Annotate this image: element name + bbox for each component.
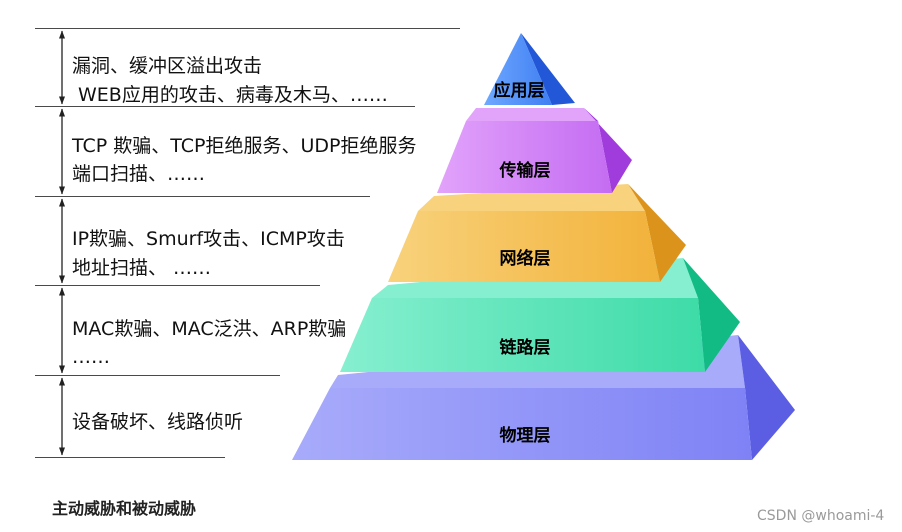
layer-front-face — [484, 33, 552, 105]
layer-side-face — [521, 33, 575, 105]
layer-front-face — [292, 388, 752, 460]
layer-side-face — [584, 108, 632, 193]
threat-text-link-1: MAC欺骗、MAC泛洪、ARP欺骗 — [72, 318, 346, 340]
layer-side-face — [738, 335, 795, 460]
source-watermark: CSDN @whoami-4 — [757, 508, 884, 524]
layer-front-face — [437, 121, 612, 193]
threat-text-network-2: 地址扫描、 …… — [72, 257, 211, 279]
diagram-caption: 主动威胁和被动威胁 — [52, 499, 196, 518]
layer-label-network: 网络层 — [500, 248, 551, 269]
layer-top-face — [466, 108, 598, 121]
threat-text-transport-2: 端口扫描、…… — [72, 163, 205, 185]
layer-side-face — [683, 258, 740, 372]
threat-text-network-1: IP欺骗、Smurf攻击、ICMP攻击 — [72, 228, 345, 250]
layer-front-face — [340, 298, 705, 372]
layer-pyramid: 应用层 传输层 网络层 链路层 物理层 — [292, 33, 795, 460]
pyramid-layer-transport — [437, 108, 632, 193]
layer-label-physical: 物理层 — [500, 425, 551, 446]
threat-text-application-2: WEB应用的攻击、病毒及木马、…… — [78, 84, 388, 106]
pyramid-layer-network — [388, 184, 686, 282]
threat-text-link-2: …… — [72, 346, 110, 368]
layer-front-face — [388, 211, 660, 282]
threat-scale: 漏洞、缓冲区溢出攻击 WEB应用的攻击、病毒及木马、…… TCP 欺骗、TCP拒… — [35, 28, 460, 458]
threat-text-application-1: 漏洞、缓冲区溢出攻击 — [72, 55, 262, 77]
layer-side-face — [628, 184, 686, 282]
threat-text-transport-1: TCP 欺骗、TCP拒绝服务、UDP拒绝服务 — [71, 135, 416, 157]
layer-label-transport: 传输层 — [499, 160, 551, 181]
layer-label-application: 应用层 — [494, 80, 545, 101]
threat-text-physical-1: 设备破坏、线路侦听 — [72, 411, 243, 433]
pyramid-layer-application — [484, 33, 575, 105]
layer-label-link: 链路层 — [500, 337, 551, 358]
